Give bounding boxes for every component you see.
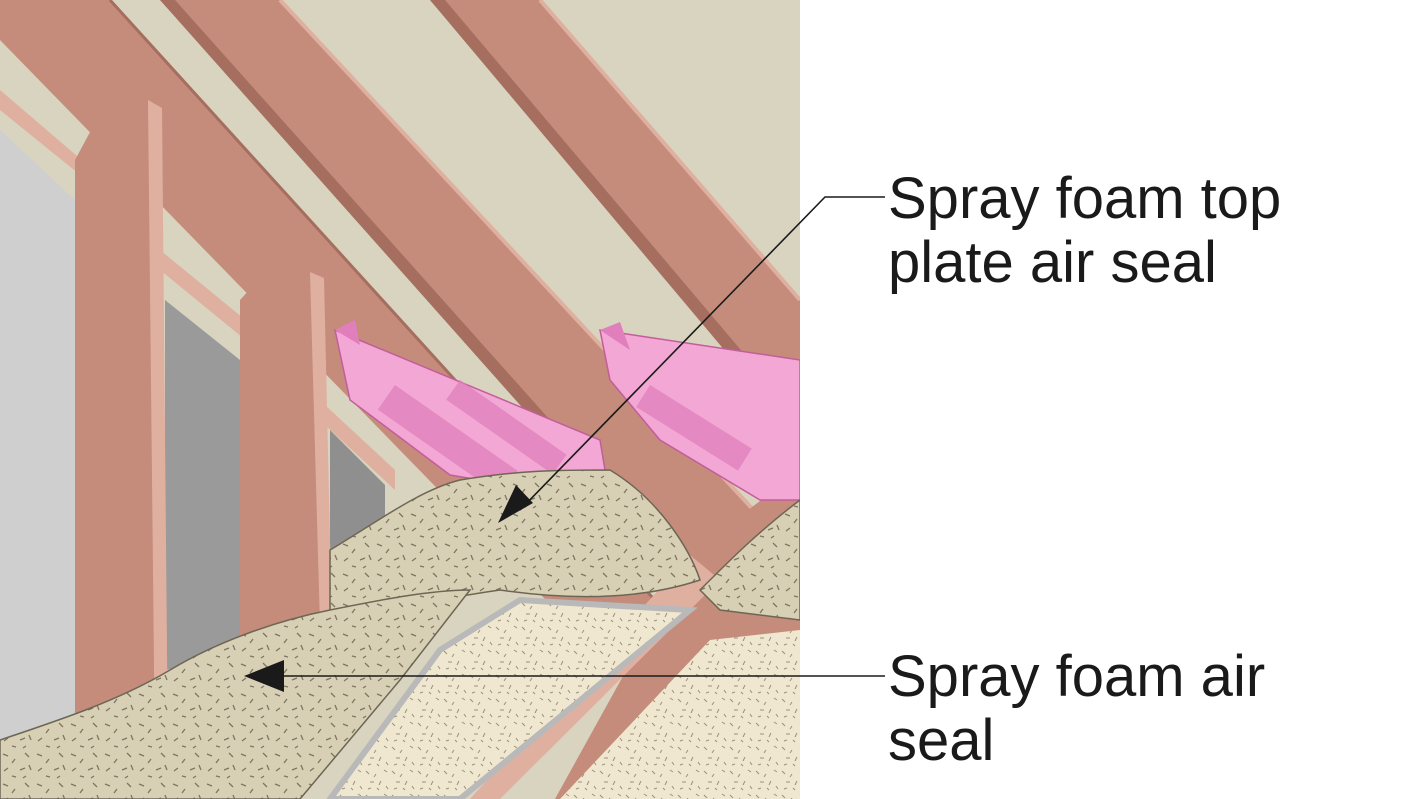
spray-foam-wall [0,589,472,799]
drywall-gap-1 [165,300,240,670]
arrow-head-bottom [244,660,284,692]
label-spray-foam-top-plate-air-seal: Spray foam top plate air seal [888,166,1282,295]
label-spray-foam-air-seal: Spray foam air seal [888,644,1266,773]
leader-line-top [519,196,885,511]
loose-fill-insulation-2 [560,630,800,799]
arrow-head-top [498,485,533,523]
drywall-left [0,130,75,799]
loose-fill-insulation-1 [326,596,698,799]
insulation-baffle-right [599,322,800,501]
leader-lines [244,196,885,692]
wall-studs [75,95,332,760]
insulation-baffle-left [333,320,611,501]
spray-foam-right [698,499,800,621]
